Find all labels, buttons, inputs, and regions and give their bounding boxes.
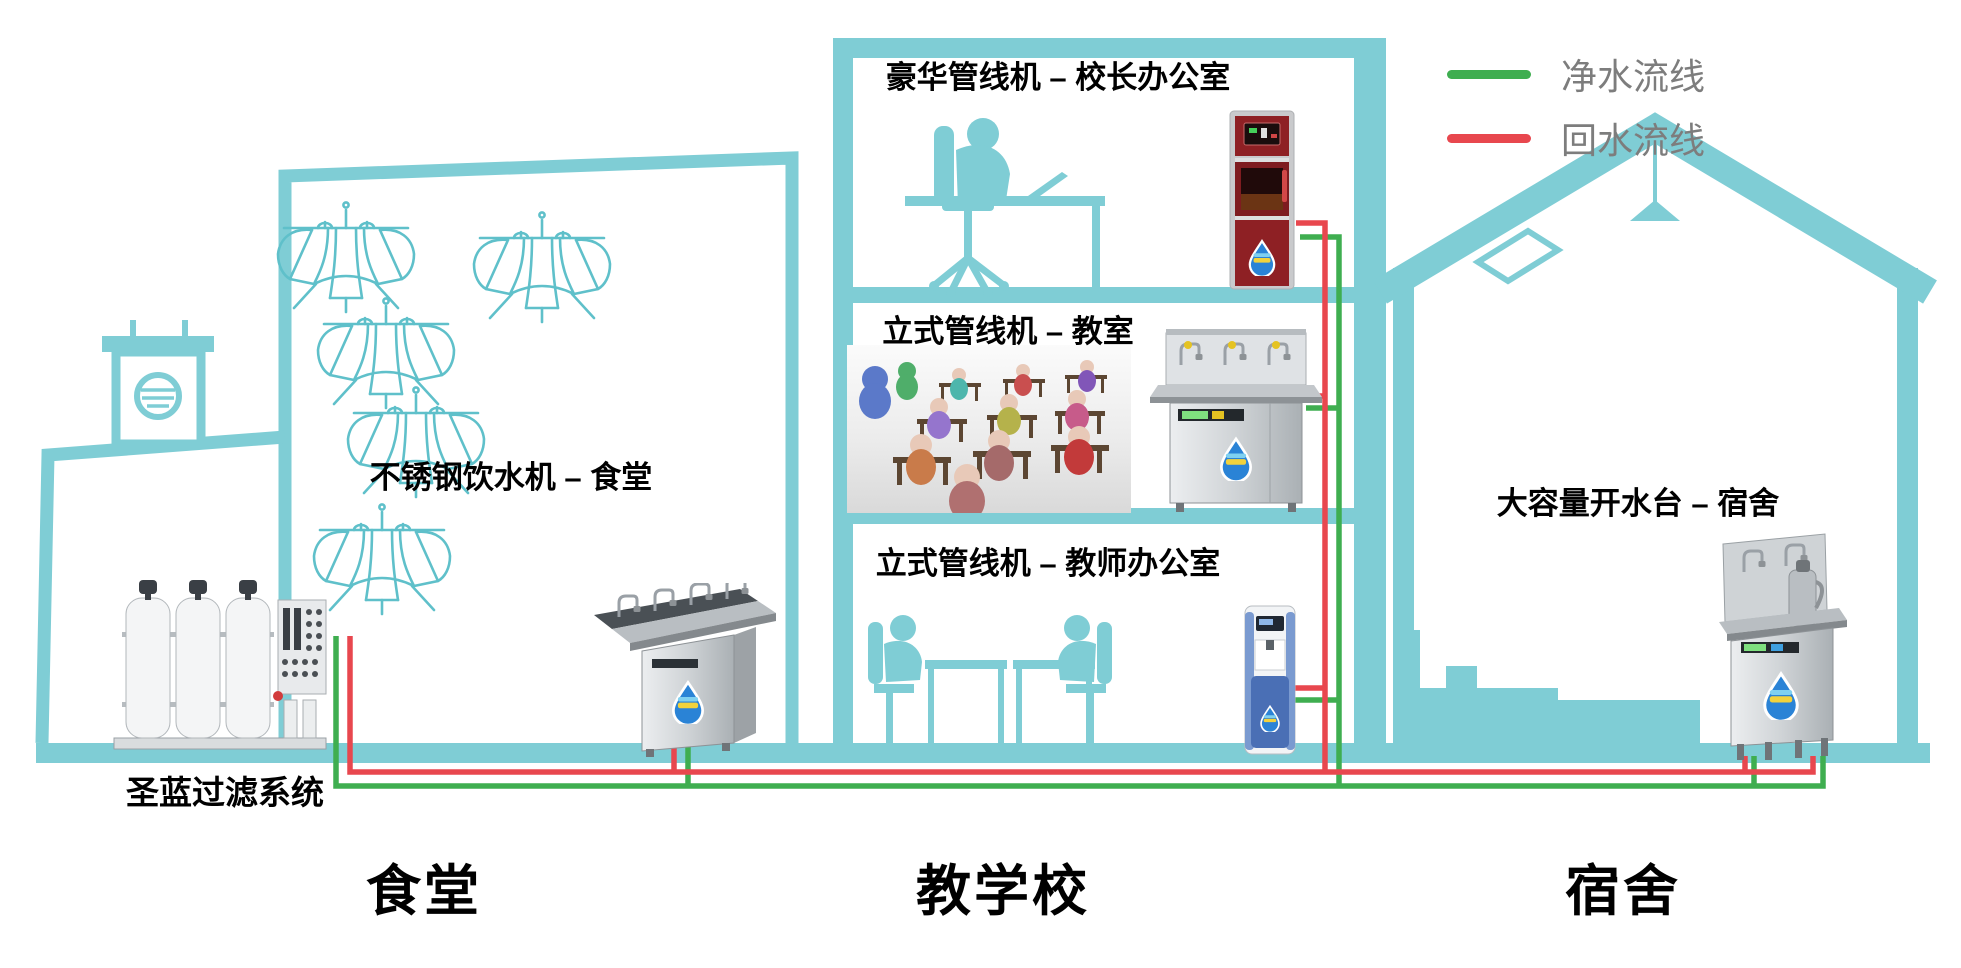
principal-office-machine-label: 豪华管线机 – 校长办公室 — [885, 60, 1231, 95]
filter-system-label: 圣蓝过滤系统 — [126, 774, 324, 811]
classroom-fountain-illustration — [1150, 329, 1322, 512]
ceiling-lamp-icon — [1630, 140, 1680, 221]
principal-desk-silhouette — [905, 118, 1105, 297]
dorm-machine-label: 大容量开水台 – 宿舍 — [1496, 486, 1780, 521]
roof-skylight — [1472, 227, 1564, 285]
legend-label: 回水流线 — [1561, 120, 1706, 161]
canteen-fountain-illustration — [594, 583, 776, 757]
clean-water-lines — [333, 234, 1826, 789]
dorm-roof — [1373, 112, 1937, 304]
canteen-tower — [102, 320, 214, 449]
clean-water-line-swatch — [1447, 69, 1531, 79]
teacher-office-machine-label: 立式管线机 – 教师办公室 — [875, 546, 1221, 581]
ground-line — [36, 743, 1930, 763]
dorm-bed-silhouette — [1398, 630, 1700, 743]
legend-item-return-water: 回水流线 — [1447, 112, 1705, 164]
canteen-machine-label: 不锈钢饮水机 – 食堂 — [369, 460, 653, 495]
principal-pipeline-machine-illustration — [1229, 110, 1295, 290]
return-water-line-swatch — [1447, 133, 1531, 143]
classroom-photo-figures — [859, 360, 1109, 513]
canteen-outline — [35, 151, 799, 744]
classroom-photo — [847, 345, 1131, 513]
legend-item-clean-water: 净水流线 — [1447, 48, 1705, 100]
legend: 净水流线 回水流线 — [1447, 48, 1705, 176]
teacher-desks-silhouette — [868, 615, 1112, 743]
building-name-teaching: 教学校 — [915, 860, 1091, 922]
water-filter-system-illustration — [113, 580, 327, 750]
classroom-machine-label: 立式管线机 – 教室 — [882, 314, 1134, 349]
dorm-boiler-illustration — [1719, 533, 1847, 760]
teacher-office-dispenser-illustration — [1244, 605, 1296, 755]
dorm-walls — [1393, 268, 1918, 743]
building-name-dorm: 宿舍 — [1564, 860, 1682, 922]
building-name-canteen: 食堂 — [365, 860, 483, 922]
legend-label: 净水流线 — [1561, 56, 1706, 97]
